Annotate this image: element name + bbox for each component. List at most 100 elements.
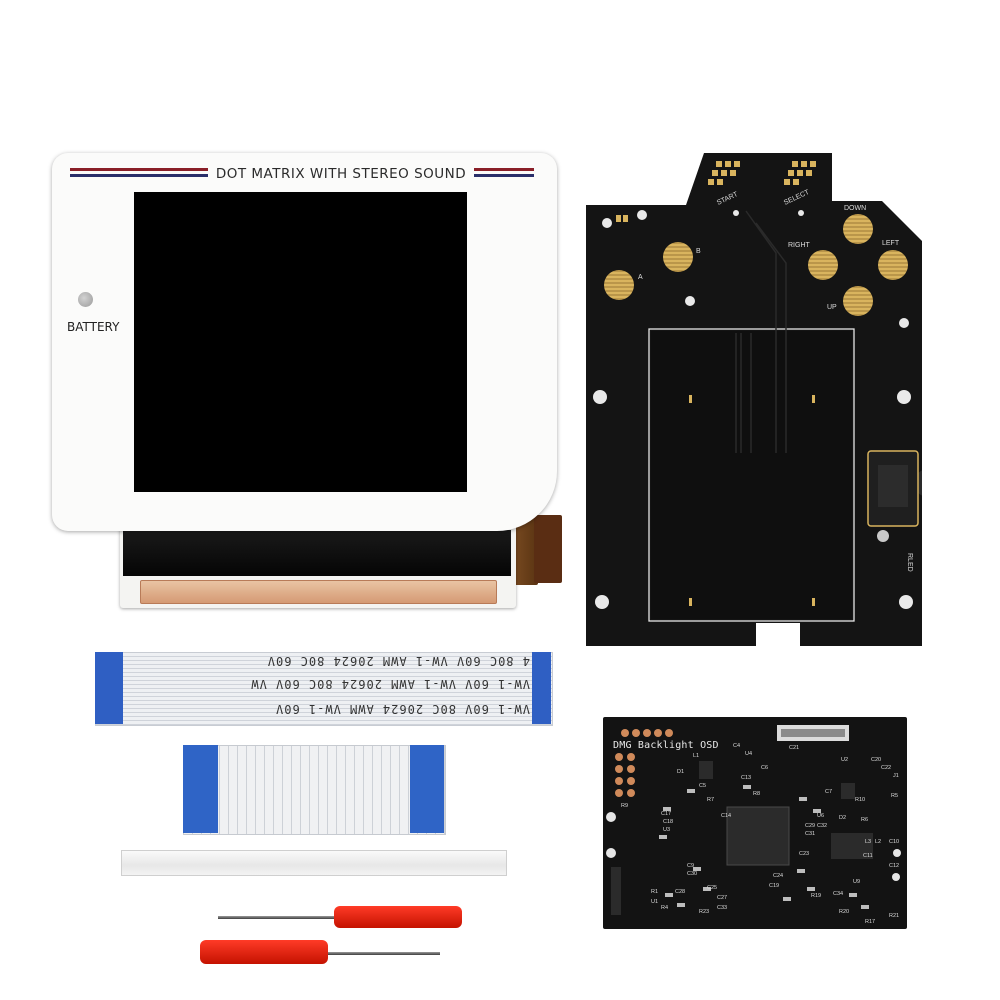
label-up: UP — [827, 304, 837, 311]
button-pad-right — [808, 250, 838, 280]
battery-led-icon — [78, 292, 93, 307]
osd-silk-label: C14 — [721, 813, 731, 819]
ribbon-print-row2: VW-1 60V VW-1 AWM 20624 80C 60V VW — [250, 677, 530, 691]
label-left: LEFT — [882, 240, 900, 247]
osd-silk-label: C32 — [817, 823, 827, 829]
osd-silk-label: U3 — [663, 827, 670, 833]
osd-silk-label: C22 — [881, 765, 891, 771]
osd-silk-label: C23 — [799, 851, 809, 857]
osd-chip-3 — [699, 761, 713, 779]
pcb-pad-small-2 — [812, 395, 815, 403]
short-ribbon-cable — [183, 745, 446, 835]
osd-silk-label: R21 — [889, 913, 899, 919]
osd-silk-label: C28 — [675, 889, 685, 895]
select-pads — [784, 161, 816, 185]
osd-silk-label: R17 — [865, 919, 875, 925]
osd-silk-label: C29 — [805, 823, 815, 829]
osd-silk-label: C34 — [833, 891, 843, 897]
bezel-stripe-red-left — [70, 168, 208, 171]
ribbon-print-row3: VW-1 60V 80C 20624 AWM VW-1 60V — [275, 702, 530, 716]
pcb-pad-small-5 — [616, 215, 621, 222]
osd-silk-label: C11 — [863, 853, 873, 859]
pcb-pad-small-3 — [689, 598, 692, 606]
pcb-traces — [735, 210, 787, 453]
pcb-pad-small-6 — [623, 215, 628, 222]
long-ribbon-cable — [95, 652, 553, 726]
osd-silk-label: R23 — [699, 909, 709, 915]
osd-silk-label: D2 — [839, 815, 846, 821]
button-pcb: START SELECT DOWN LEFT RIGHT UP A B RLED — [586, 153, 922, 646]
button-pad-left — [878, 250, 908, 280]
osd-silk-label: U9 — [853, 879, 860, 885]
osd-silk-label: C17 — [661, 811, 671, 817]
long-ribbon-tab-right — [532, 652, 551, 724]
osd-test-pads — [615, 729, 673, 797]
label-down: DOWN — [844, 205, 866, 212]
osd-chip-2 — [831, 833, 873, 859]
screwdriver-1-shaft — [218, 916, 348, 919]
osd-silk-label: L2 — [875, 839, 881, 845]
osd-silk-label: C13 — [741, 775, 751, 781]
osd-silk-label: C7 — [825, 789, 832, 795]
osd-silk-label: R4 — [661, 905, 668, 911]
osd-silk-label: R7 — [707, 797, 714, 803]
mounting-holes — [593, 210, 913, 609]
osd-silk-label: C33 — [717, 905, 727, 911]
osd-silk-label: C25 — [707, 885, 717, 891]
osd-silk-label: C20 — [871, 757, 881, 763]
battery-label: BATTERY — [67, 320, 120, 334]
shield-strip — [121, 850, 507, 876]
short-ribbon-tab-left — [183, 745, 218, 833]
osd-holes — [606, 812, 901, 881]
rled-icon — [877, 530, 889, 542]
osd-silk-label: U2 — [841, 757, 848, 763]
osd-silk-label: R20 — [839, 909, 849, 915]
osd-silk-label: C5 — [699, 783, 706, 789]
long-ribbon-tab-left — [95, 652, 123, 724]
osd-silk-label: C6 — [761, 765, 768, 771]
pcb-silk-rect — [648, 328, 855, 622]
osd-silk-label: L1 — [693, 753, 699, 759]
osd-silk-label: R5 — [891, 793, 898, 799]
osd-silk-label: C18 — [663, 819, 673, 825]
osd-silk-label: R6 — [861, 817, 868, 823]
osd-silk-label: R8 — [753, 791, 760, 797]
osd-silk-label: C31 — [805, 831, 815, 837]
osd-silk-label: J1 — [893, 773, 899, 779]
osd-silk-label: C9 — [687, 863, 694, 869]
osd-silk-label: D1 — [677, 769, 684, 775]
osd-connector-side — [611, 867, 621, 915]
lcd-copper-tape — [140, 580, 497, 604]
label-right: RIGHT — [788, 242, 811, 249]
osd-silk-label: R9 — [621, 803, 628, 809]
screwdriver-1-handle — [334, 906, 462, 928]
bezel-stripe-blue-left — [70, 174, 208, 177]
bezel-title: DOT MATRIX WITH STEREO SOUND — [215, 166, 467, 182]
osd-silk-label: U6 — [817, 813, 824, 819]
osd-silk-label: C19 — [769, 883, 779, 889]
button-pad-up — [843, 286, 873, 316]
osd-silk-label: C12 — [889, 863, 899, 869]
osd-silk-label: C27 — [717, 895, 727, 901]
bezel-stripe-red-right — [474, 168, 534, 171]
osd-silk-label: U1 — [651, 899, 658, 905]
osd-silk-label: C24 — [773, 873, 783, 879]
bezel-stripe-blue-right — [474, 174, 534, 177]
osd-silk-label: C30 — [687, 871, 697, 877]
pcb-pad-small-4 — [812, 598, 815, 606]
label-rled: RLED — [906, 553, 913, 572]
osd-silk-label: R1 — [651, 889, 658, 895]
screwdriver-2-handle — [200, 940, 328, 964]
osd-silk-label: R19 — [811, 893, 821, 899]
osd-silk-label: C10 — [889, 839, 899, 845]
label-a: A — [638, 274, 643, 281]
screwdriver-2-shaft — [318, 952, 440, 955]
short-ribbon-tab-right — [410, 745, 444, 833]
button-pad-down — [843, 214, 873, 244]
display-screen — [134, 192, 467, 492]
osd-chip-4 — [841, 783, 855, 799]
lcd-glass — [123, 530, 511, 576]
osd-silk-label: R10 — [855, 797, 865, 803]
button-pad-b — [663, 242, 693, 272]
osd-board-title: DMG Backlight OSD — [613, 740, 719, 751]
